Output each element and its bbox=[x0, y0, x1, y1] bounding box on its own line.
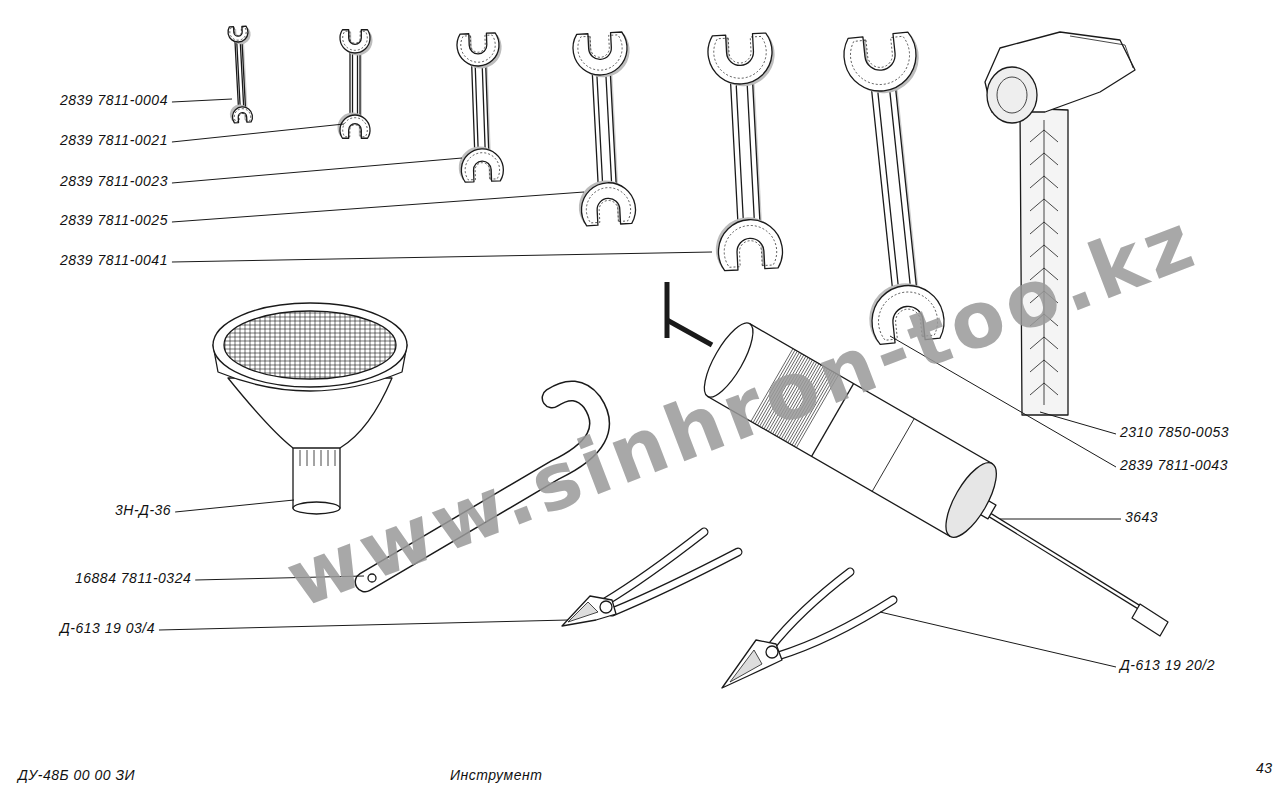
part-number: 2839 7811-0041 bbox=[60, 251, 168, 269]
part-number: Д-613 19 03/4 bbox=[60, 619, 155, 637]
leader-line bbox=[880, 612, 1116, 667]
leader-line bbox=[159, 620, 568, 630]
part-number: Д-613 19 20/2 bbox=[1120, 656, 1215, 674]
open-end-wrench bbox=[338, 30, 373, 139]
part-number: 2839 7811-0023 bbox=[60, 172, 168, 190]
part-number: 2839 7811-0025 bbox=[60, 211, 168, 229]
part-number: 2839 7811-0021 bbox=[60, 131, 168, 149]
part-number: 16884 7811-0324 bbox=[75, 569, 191, 587]
watermark: www.sinhron-too.kz bbox=[275, 195, 1209, 625]
open-end-wrench bbox=[570, 32, 639, 227]
open-end-wrench bbox=[454, 33, 506, 183]
part-number: 2839 7811-0043 bbox=[1120, 456, 1228, 474]
leader-line bbox=[172, 192, 584, 222]
part-number: 2310 7850-0053 bbox=[1120, 423, 1229, 441]
leader-line bbox=[175, 500, 294, 512]
part-number: 3643 bbox=[1125, 508, 1158, 526]
leader-line bbox=[172, 99, 232, 102]
sheet-note: ДУ-48Б 00 00 ЗИ bbox=[18, 766, 135, 784]
leader-line bbox=[172, 252, 712, 262]
funnel bbox=[210, 300, 410, 514]
side-cutters bbox=[722, 572, 893, 688]
leader-line bbox=[1040, 412, 1116, 434]
leader-line bbox=[172, 158, 462, 183]
open-end-wrench bbox=[225, 26, 255, 123]
open-end-wrench bbox=[705, 33, 786, 271]
sheet-note: 43 bbox=[1256, 759, 1273, 777]
part-number: 2839 7811-0004 bbox=[60, 91, 168, 109]
leader-line bbox=[172, 124, 344, 142]
leader-line bbox=[1000, 519, 1121, 520]
pliers bbox=[562, 532, 738, 626]
caption: Инструмент bbox=[450, 766, 542, 784]
part-number: 3Н-Д-36 bbox=[115, 501, 171, 519]
